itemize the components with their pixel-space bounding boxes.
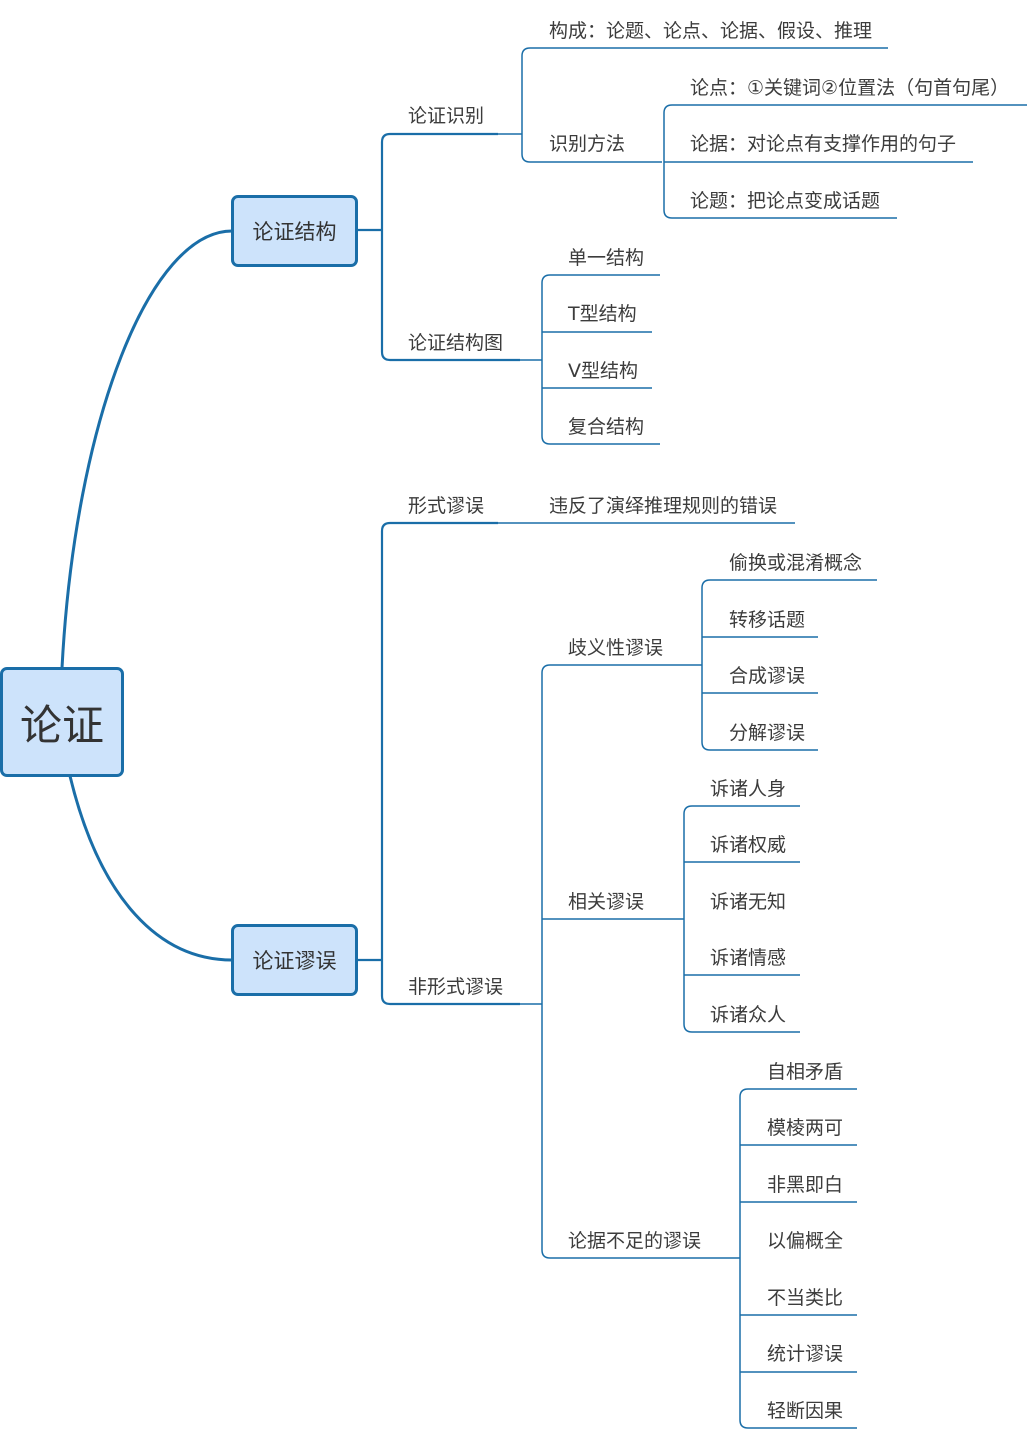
node-ambiguity-item[interactable]: 偷换或混淆概念 (729, 552, 863, 574)
node-method-item[interactable]: 论题：把论点变成话题 (690, 190, 881, 212)
node-ambiguity[interactable]: 歧义性谬误 (568, 637, 664, 659)
node-insufficient[interactable]: 论据不足的谬误 (568, 1230, 702, 1252)
topic-structure[interactable]: 论证结构 (231, 195, 358, 267)
node-insufficient-item[interactable]: 非黑即白 (767, 1174, 844, 1196)
node-diagram[interactable]: 论证结构图 (408, 332, 504, 354)
node-identify[interactable]: 论证识别 (408, 105, 485, 127)
node-diagram-item[interactable]: 复合结构 (568, 416, 645, 438)
node-formal[interactable]: 形式谬误 (408, 495, 485, 517)
node-insufficient-item[interactable]: 统计谬误 (767, 1343, 844, 1365)
node-relevance-item[interactable]: 诉诸无知 (710, 891, 787, 913)
node-ambiguity-item[interactable]: 合成谬误 (729, 665, 806, 687)
node-method-item[interactable]: 论点：①关键词②位置法（句首句尾） (690, 77, 1010, 99)
node-relevance[interactable]: 相关谬误 (568, 891, 645, 913)
node-diagram-item[interactable]: V型结构 (568, 360, 638, 382)
node-informal[interactable]: 非形式谬误 (408, 976, 504, 998)
node-composition[interactable]: 构成：论题、论点、论据、假设、推理 (549, 20, 873, 42)
node-method[interactable]: 识别方法 (549, 133, 626, 155)
topic-fallacy-label: 论证谬误 (252, 949, 337, 973)
topic-structure-label: 论证结构 (252, 220, 337, 244)
node-insufficient-item[interactable]: 以偏概全 (767, 1230, 844, 1252)
root-label: 论证 (19, 700, 104, 750)
node-diagram-item[interactable]: T型结构 (568, 303, 637, 325)
node-insufficient-item[interactable]: 不当类比 (767, 1287, 844, 1309)
node-relevance-item[interactable]: 诉诸权威 (710, 834, 787, 856)
node-insufficient-item[interactable]: 自相矛盾 (767, 1061, 844, 1083)
node-diagram-item[interactable]: 单一结构 (568, 247, 645, 269)
node-insufficient-item[interactable]: 模棱两可 (767, 1117, 844, 1139)
node-ambiguity-item[interactable]: 分解谬误 (729, 722, 806, 744)
node-relevance-item[interactable]: 诉诸人身 (710, 778, 787, 800)
node-relevance-item[interactable]: 诉诸情感 (710, 947, 787, 969)
node-ambiguity-item[interactable]: 转移话题 (729, 609, 806, 631)
node-relevance-item[interactable]: 诉诸众人 (710, 1004, 787, 1026)
node-insufficient-item[interactable]: 轻断因果 (767, 1400, 844, 1422)
root-topic[interactable]: 论证 (0, 667, 124, 777)
node-method-item[interactable]: 论据：对论点有支撑作用的句子 (690, 133, 957, 155)
node-formal-desc[interactable]: 违反了演绎推理规则的错误 (549, 495, 778, 517)
topic-fallacy[interactable]: 论证谬误 (231, 924, 358, 996)
